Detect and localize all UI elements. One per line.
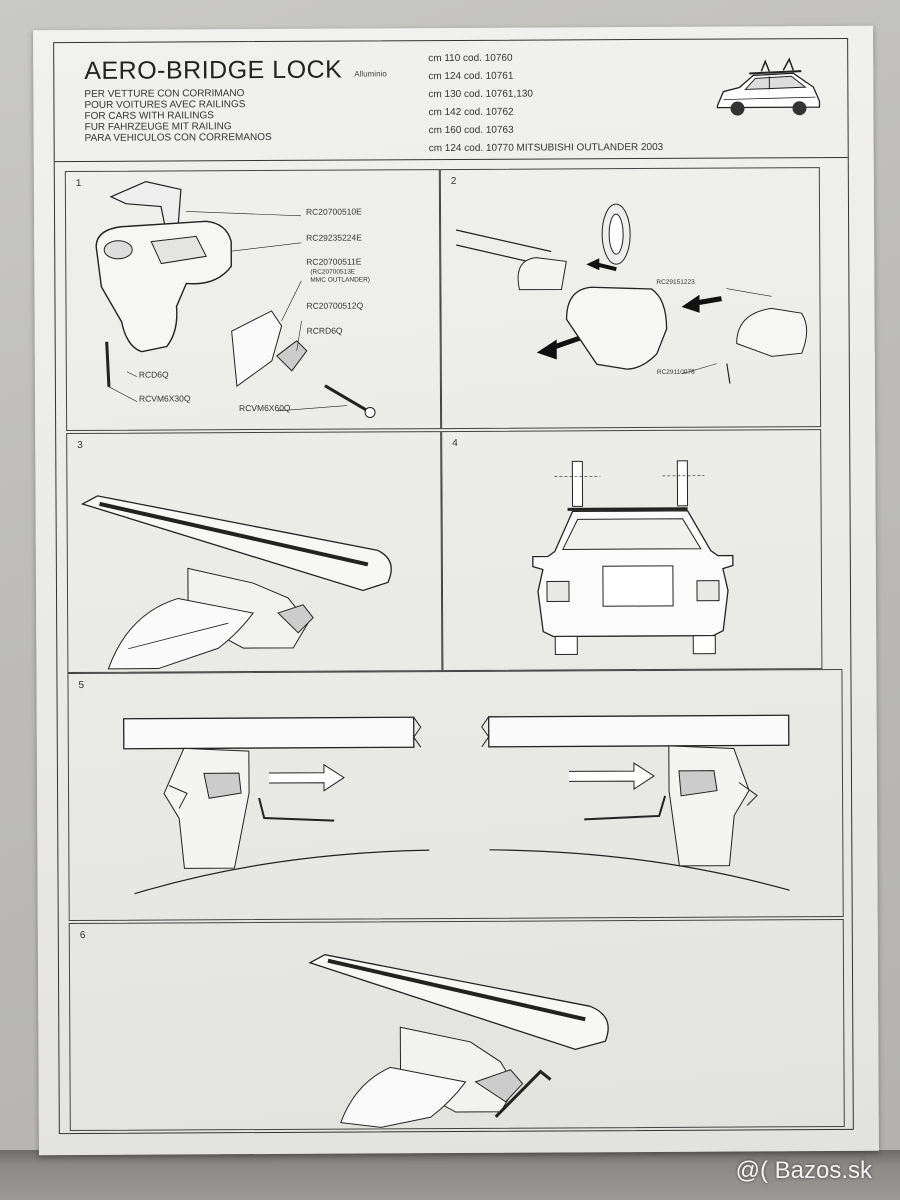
instruction-sheet: AERO-BRIDGE LOCK Alluminio PER VETTURE C…	[33, 25, 879, 1156]
car-rear-view-diagram	[532, 460, 734, 655]
sheet-header: AERO-BRIDGE LOCK Alluminio PER VETTURE C…	[54, 38, 848, 163]
sheet-frame: AERO-BRIDGE LOCK Alluminio PER VETTURE C…	[53, 37, 854, 1135]
part-code: RC20700512Q	[306, 300, 364, 311]
step-2-panel: 2 RC29151223 RC29110078	[439, 167, 822, 430]
part-code: RC29151223	[656, 278, 695, 286]
part-note: (RC20700513E	[310, 268, 356, 276]
rack-foot-exploded-diagram	[95, 180, 376, 418]
part-code: RCVM6X30Q	[138, 393, 191, 404]
model-code: cm 130 cod. 10761,130	[428, 88, 533, 101]
final-tightening-diagram	[308, 954, 609, 1128]
step-5-panel: 5	[67, 668, 844, 922]
watermark: @( Bazos.sk	[735, 1157, 872, 1184]
part-code: RCRD6Q	[306, 325, 343, 336]
model-code: cm 110 cod. 10760	[428, 52, 513, 65]
roof-bar-on-rail-diagram	[80, 495, 392, 670]
part-note: MMC OUTLANDER)	[310, 276, 370, 284]
part-code: RC29235224E	[306, 232, 362, 243]
part-code: RCD6Q	[138, 369, 169, 380]
model-code: cm 142 cod. 10762	[428, 106, 514, 119]
step-4-panel: 4	[441, 429, 823, 672]
tagline-es: PARA VEHICULOS CON CORREMANOS	[84, 131, 272, 144]
step-3-panel: 3	[66, 431, 443, 674]
model-code: cm 124 cod. 10770 MITSUBISHI OUTLANDER 2…	[428, 141, 664, 155]
model-code: cm 124 cod. 10761	[428, 70, 514, 83]
material-label: Alluminio	[354, 69, 387, 79]
part-code: RC20700510E	[305, 206, 362, 217]
step-1-panel: 1 RC20700510E RC29235224E	[64, 169, 442, 432]
foot-adjustment-diagram	[123, 714, 790, 895]
step-6-panel: 6	[68, 918, 845, 1132]
part-code: RCVM6X60Q	[239, 402, 291, 414]
part-code: RC29110078	[656, 368, 695, 376]
table-surface	[0, 1150, 900, 1200]
car-with-rack-icon	[716, 57, 821, 116]
product-title: AERO-BRIDGE LOCK	[84, 55, 343, 85]
end-cap-assembly-diagram	[455, 203, 808, 384]
model-code: cm 160 cod. 10763	[428, 124, 514, 137]
part-code: RC20700511E	[306, 256, 362, 267]
